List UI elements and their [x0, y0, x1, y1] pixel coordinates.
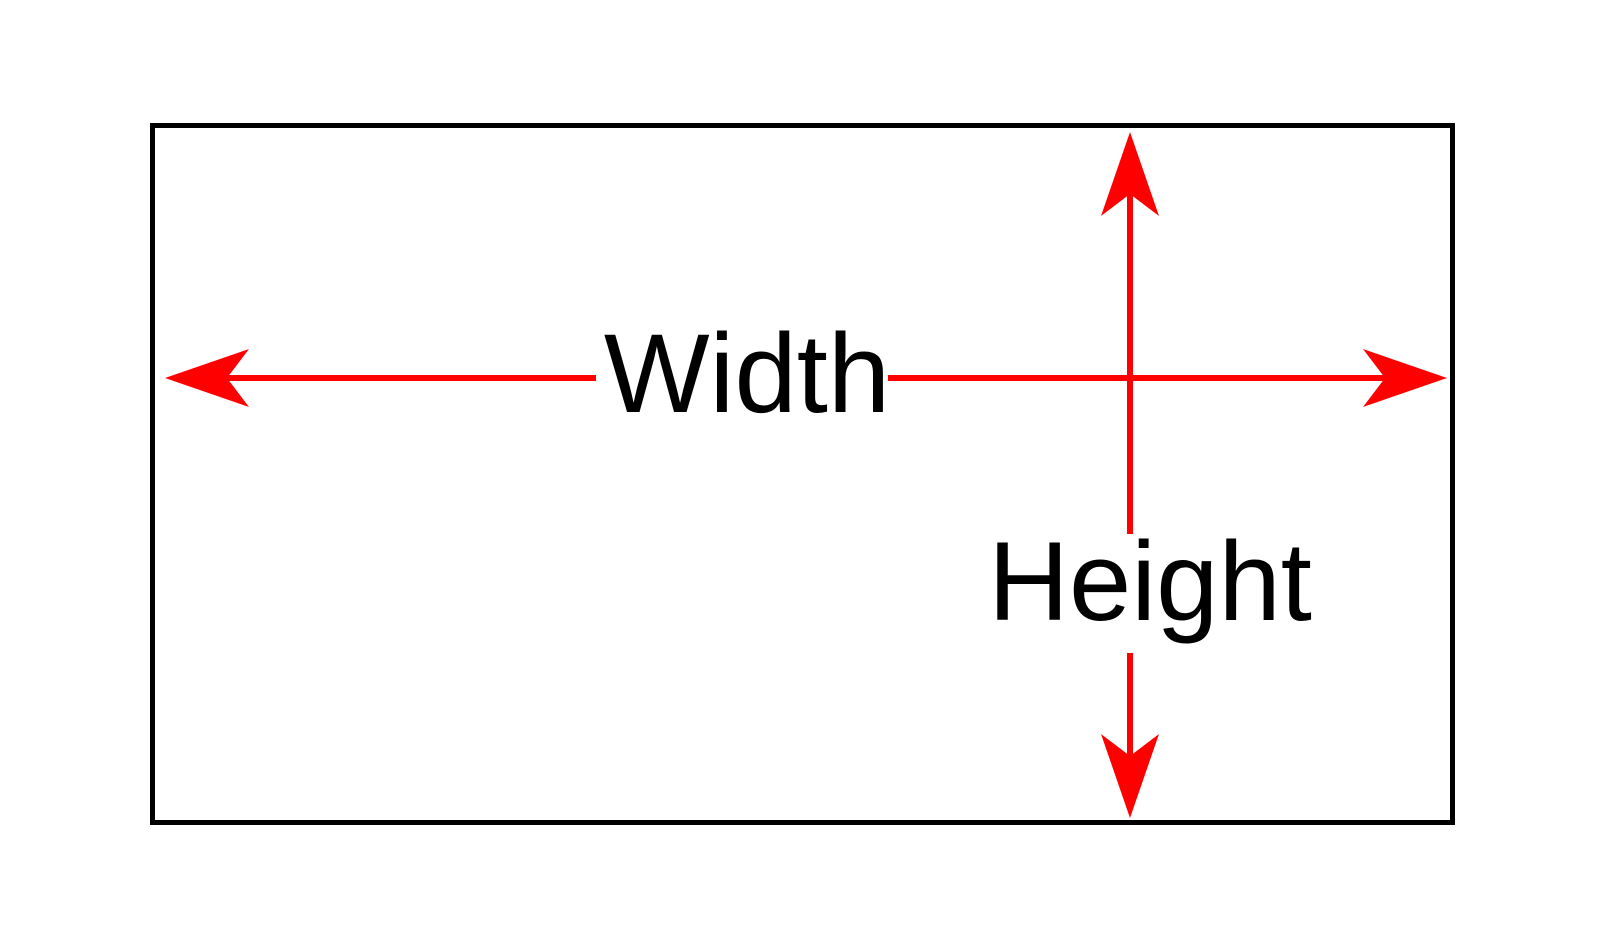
height-arrowhead-bottom — [1101, 734, 1159, 818]
width-arrowhead-right — [1363, 349, 1447, 407]
width-arrowhead-left — [165, 349, 249, 407]
height-label: Height — [988, 519, 1312, 644]
height-arrowhead-top — [1101, 132, 1159, 216]
measured-rectangle — [150, 123, 1455, 825]
width-label: Width — [604, 311, 890, 436]
width-dimension-arrow — [165, 349, 1447, 407]
height-dimension-arrow — [1101, 132, 1159, 818]
